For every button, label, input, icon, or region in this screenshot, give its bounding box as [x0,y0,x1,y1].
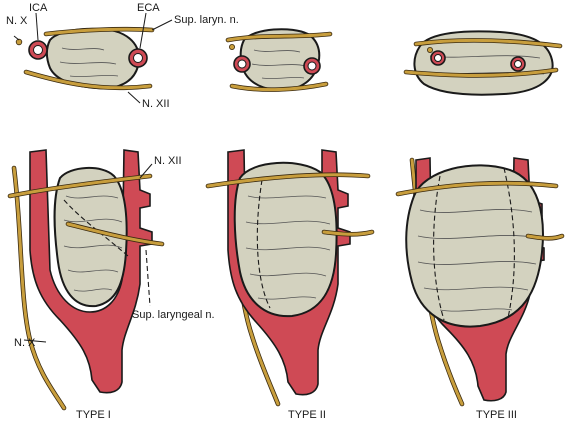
ica-lumen [33,45,43,55]
tumor-hidden-outline [256,179,271,309]
hypoglossal-nerve [8,174,152,198]
lateral-view-type-3 [395,157,565,407]
label-eca: ECA [137,2,160,14]
vagus-nerve-dot [426,47,433,54]
label-sup-laryngeal: Sup. laryngeal n. [132,309,215,321]
tumor-hatching [59,47,119,77]
sup-laryngeal-nerve-top [226,32,332,42]
sup-laryngeal-nerve-top [44,27,154,36]
leader-nx-top [13,35,20,41]
eca-lumen [307,61,317,71]
eca-lumen [133,53,143,63]
carotid-artery-type-1 [29,149,153,394]
leader-sup-laryn [151,19,173,31]
hypoglossal-nerve-top [404,68,558,77]
axial-section-type-2 [225,28,333,92]
sup-laryngeal-nerve [322,230,374,236]
tumor-hidden-outline [433,175,445,321]
sup-laryngeal-nerve [66,222,164,246]
axial-section-type-1 [15,26,155,91]
leader-nxii-top [127,91,141,104]
vagus-nerve-dot [228,44,235,51]
label-nxii-top: N. XII [142,98,170,110]
tumor-hidden-outline [63,199,129,257]
caption-type-3: TYPE III [476,409,517,421]
hypoglossal-nerve [396,181,558,196]
caption-type-1: TYPE I [76,409,111,421]
leader-nx-bottom [23,339,47,343]
ica-lumen [237,59,247,69]
sup-laryngeal-nerve-top [414,38,562,48]
sup-laryngeal-nerve [526,234,564,240]
leader-nxii [139,163,153,179]
tumor-hatching [251,49,307,79]
tumor-type-2 [233,161,338,318]
lateral-view-type-2 [205,149,375,407]
label-ica: ICA [29,2,48,14]
leader-ica [35,12,39,41]
tumor-hidden-outline-2 [503,167,515,319]
axial-section-type-3 [403,30,563,96]
ica-lumen [434,54,442,62]
vagus-nerve [12,166,66,410]
label-nxii: N. XII [154,155,182,167]
lateral-view-type-1 [7,149,165,411]
caption-type-2: TYPE II [288,409,326,421]
label-sup-laryn: Sup. laryn. n. [174,14,239,26]
tumor-type-3 [405,164,544,328]
leader-sup-laryngeal [145,249,151,307]
label-nx-bottom: N. X [14,337,36,349]
hypoglossal-nerve [206,173,370,188]
eca-lumen [514,60,522,68]
label-nx-top: N. X [6,15,28,27]
vagus-nerve-dot [15,38,23,46]
leader-eca [139,12,147,49]
hypoglossal-nerve-top [230,82,328,92]
tumor-cross-section [413,30,554,96]
hypoglossal-nerve-top [24,70,152,90]
